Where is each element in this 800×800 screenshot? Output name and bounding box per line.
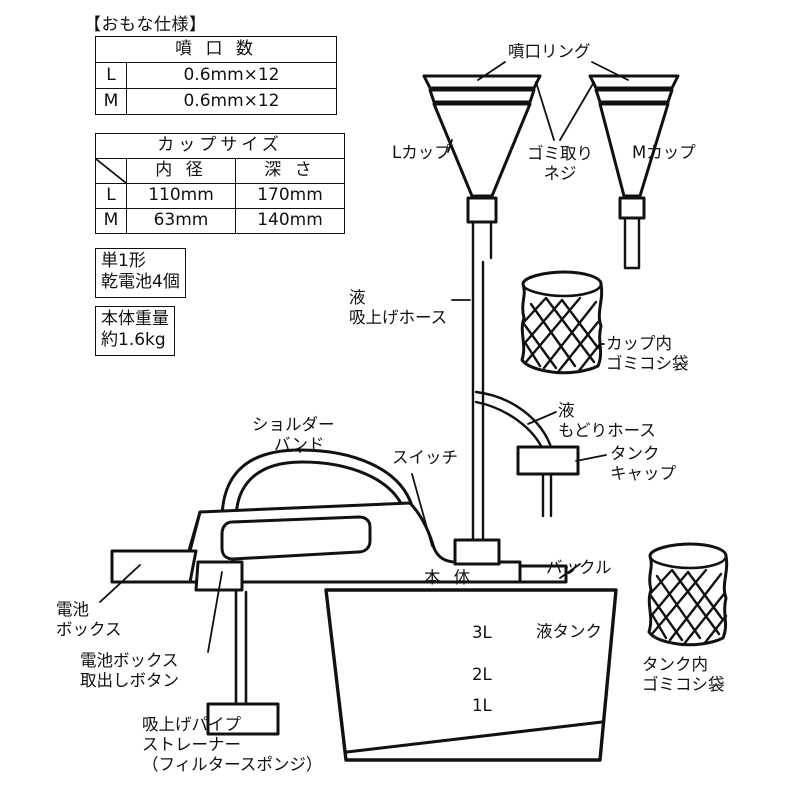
label-return-hose-line1: 液 (558, 401, 575, 420)
label-battery-eject-button: 電池ボックス 取出しボタン (80, 651, 179, 691)
label-nozzle-ring: 噴口リング (508, 42, 591, 61)
label-tank-cap-line1: タンク (610, 444, 660, 463)
label-trash-screw-line2: ネジ (543, 164, 577, 184)
label-battery-eject-line1: 電池ボックス (80, 651, 179, 670)
nozzle-value-m: 0.6mm×12 (126, 88, 337, 115)
depth-m: 140mm (235, 208, 345, 234)
diagonal-corner-cell (95, 158, 127, 184)
leader-lines (99, 61, 629, 653)
label-suction-pipe-strainer: 吸上げパイプ ストレーナー （フィルタースポンジ） (142, 715, 322, 775)
table-row: M 0.6mm×12 (95, 88, 337, 115)
hose-socket-shape (453, 538, 501, 566)
label-trash-screw: ゴミ取り ネジ (516, 144, 604, 184)
label-main-body: 本 体 (424, 568, 475, 587)
suction-hose-shape (471, 256, 485, 542)
label-battery-box-line2: ボックス (56, 620, 122, 640)
table-row: L 110mm 170mm (95, 183, 345, 209)
label-suction-hose: 液 吸上げホース (349, 288, 447, 328)
nozzle-count-table: 噴 口 数 L 0.6mm×12 M 0.6mm×12 (95, 36, 337, 115)
label-shoulder-band: ショルダー バンド (252, 415, 335, 455)
col-header-depth: 深 さ (235, 158, 345, 184)
cup-filter-bag-shape (520, 270, 604, 375)
label-shoulder-band-line1: ショルダー (252, 415, 335, 434)
tank-mark-2l: 2L (472, 665, 492, 684)
suction-pipe-shape (206, 590, 280, 736)
label-liquid-tank: 液タンク (536, 622, 602, 641)
label-tank-filter-bag-line1: タンク内 (642, 655, 708, 674)
label-tank-cap-line2: キャップ (610, 464, 676, 484)
cup-size-table: カップサイズ 内 径 深 さ L 110mm 170mm M 63mm 140m… (95, 133, 345, 234)
col-header-inner-diameter: 内 径 (126, 158, 236, 184)
liquid-tank-shape (324, 588, 618, 762)
label-battery-box-line1: 電池 (56, 600, 89, 619)
battery-note-line1: 単1形 (101, 251, 146, 271)
label-suction-hose-line2: 吸上げホース (349, 308, 448, 328)
label-cup-filter-bag-line2: ゴミコシ袋 (606, 354, 689, 374)
buckle-shape (518, 564, 568, 584)
label-strainer-line2: ストレーナー (142, 735, 241, 755)
weight-note: 本体重量 約1.6kg (95, 306, 175, 356)
label-battery-box: 電池 ボックス (56, 600, 122, 640)
tank-filter-bag-shape (647, 542, 729, 647)
label-switch: スイッチ (392, 448, 458, 467)
inner-diameter-l: 110mm (126, 183, 236, 209)
page-title: 【おもな仕様】 (84, 15, 207, 35)
weight-note-line2: 約1.6kg (101, 330, 166, 351)
label-trash-screw-line1: ゴミ取り (527, 144, 593, 163)
label-return-hose: 液 もどりホース (558, 401, 656, 441)
label-battery-eject-line2: 取出しボタン (80, 671, 179, 691)
label-strainer-line3: （フィルタースポンジ） (142, 755, 323, 775)
label-tank-filter-bag: タンク内 ゴミコシ袋 (642, 655, 725, 695)
table-row: L 0.6mm×12 (95, 62, 337, 89)
label-return-hose-line2: もどりホース (558, 421, 656, 441)
inner-diameter-m: 63mm (126, 208, 236, 234)
label-m-cup: Mカップ (632, 143, 696, 162)
main-body-shape (178, 501, 522, 584)
label-buckle: バックル (546, 558, 612, 577)
label-cup-filter-bag-line1: カップ内 (606, 334, 672, 353)
label-tank-cap: タンク キャップ (610, 444, 676, 484)
m-cup-shape (588, 74, 680, 270)
label-tank-filter-bag-line2: ゴミコシ袋 (642, 675, 725, 695)
label-strainer-line1: 吸上げパイプ (142, 715, 241, 734)
table-row: M 63mm 140mm (95, 208, 345, 234)
l-cup-shape (422, 74, 542, 260)
tank-cap-shape (516, 445, 580, 518)
table-row: 内 径 深 さ (95, 158, 345, 184)
table-row: カップサイズ (95, 133, 345, 159)
battery-note: 単1形 乾電池4個 (95, 248, 186, 298)
weight-note-line1: 本体重量 (101, 309, 169, 329)
label-shoulder-band-line2: バンド (274, 435, 325, 455)
battery-note-line2: 乾電池4個 (101, 272, 180, 293)
return-hose-shape (474, 390, 554, 454)
tank-mark-1l: 1L (472, 696, 492, 715)
label-l-cup: Lカップ (392, 143, 451, 162)
battery-box-shape (110, 549, 244, 592)
label-suction-hose-line1: 液 (349, 288, 366, 307)
label-cup-filter-bag: カップ内 ゴミコシ袋 (606, 334, 689, 374)
tank-mark-3l: 3L (472, 623, 492, 642)
cup-size-header: カップサイズ (95, 133, 345, 159)
